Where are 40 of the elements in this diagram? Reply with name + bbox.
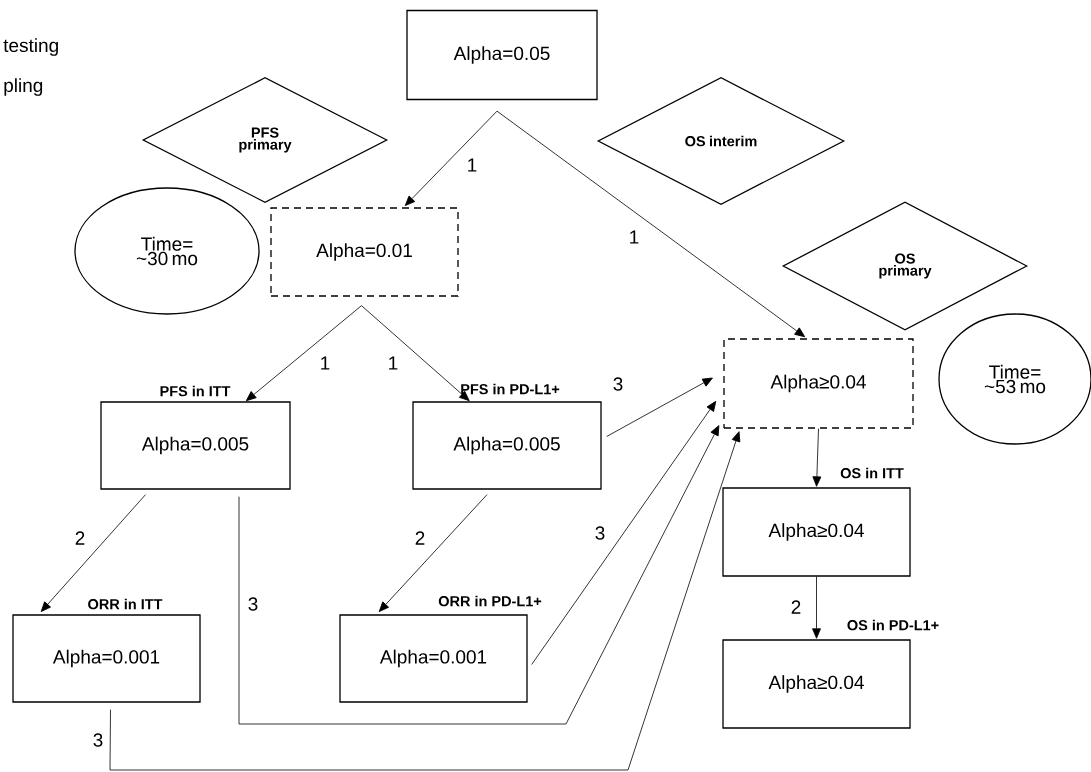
arrow: [531, 400, 717, 665]
process-box: Alpha=0.01: [270, 207, 459, 297]
process-box: Alpha=0.05: [406, 9, 598, 101]
box-heading: PFS in PD-L1+: [461, 383, 560, 395]
edge-label: 3: [611, 376, 625, 392]
process-box: Alpha=0.005: [100, 401, 291, 490]
edge-label: 3: [246, 596, 260, 612]
process-box: Alpha=0.005: [412, 401, 602, 490]
arrow: [245, 305, 362, 402]
edge-label: 3: [593, 525, 607, 541]
box-heading: OS in PD-L1+: [847, 619, 939, 631]
arrow: [238, 425, 720, 725]
arrow: [40, 494, 146, 612]
edge-label: 1: [465, 157, 479, 173]
process-box: Alpha≥0.04: [722, 639, 911, 729]
edge-label: 2: [789, 599, 803, 615]
edge-label: 1: [386, 355, 400, 371]
box-heading: OS in ITT: [840, 467, 904, 479]
arrow: [361, 305, 470, 402]
arrow: [109, 431, 741, 771]
process-box: Alpha=0.001: [12, 614, 201, 703]
arrow: [606, 377, 713, 437]
note-text: pling: [4, 78, 43, 96]
arrow: [812, 428, 822, 487]
edge-label: 2: [73, 530, 87, 546]
arrow: [404, 110, 498, 206]
box-heading: ORR in PD-L1+: [438, 595, 542, 607]
edge-label: 1: [627, 229, 641, 245]
arrow: [378, 494, 488, 612]
process-box: Alpha≥0.04: [722, 487, 911, 577]
arrow: [812, 576, 821, 639]
box-heading: ORR in ITT: [88, 598, 163, 610]
edge-label: 2: [413, 530, 427, 546]
process-box: Alpha=0.001: [339, 614, 528, 703]
process-box: Alpha≥0.04: [723, 338, 914, 429]
edge-label: 3: [91, 732, 105, 748]
arrow: [496, 110, 806, 338]
box-heading: PFS in ITT: [160, 385, 231, 397]
note-text: testing: [3, 38, 58, 56]
edge-label: 1: [318, 355, 332, 371]
